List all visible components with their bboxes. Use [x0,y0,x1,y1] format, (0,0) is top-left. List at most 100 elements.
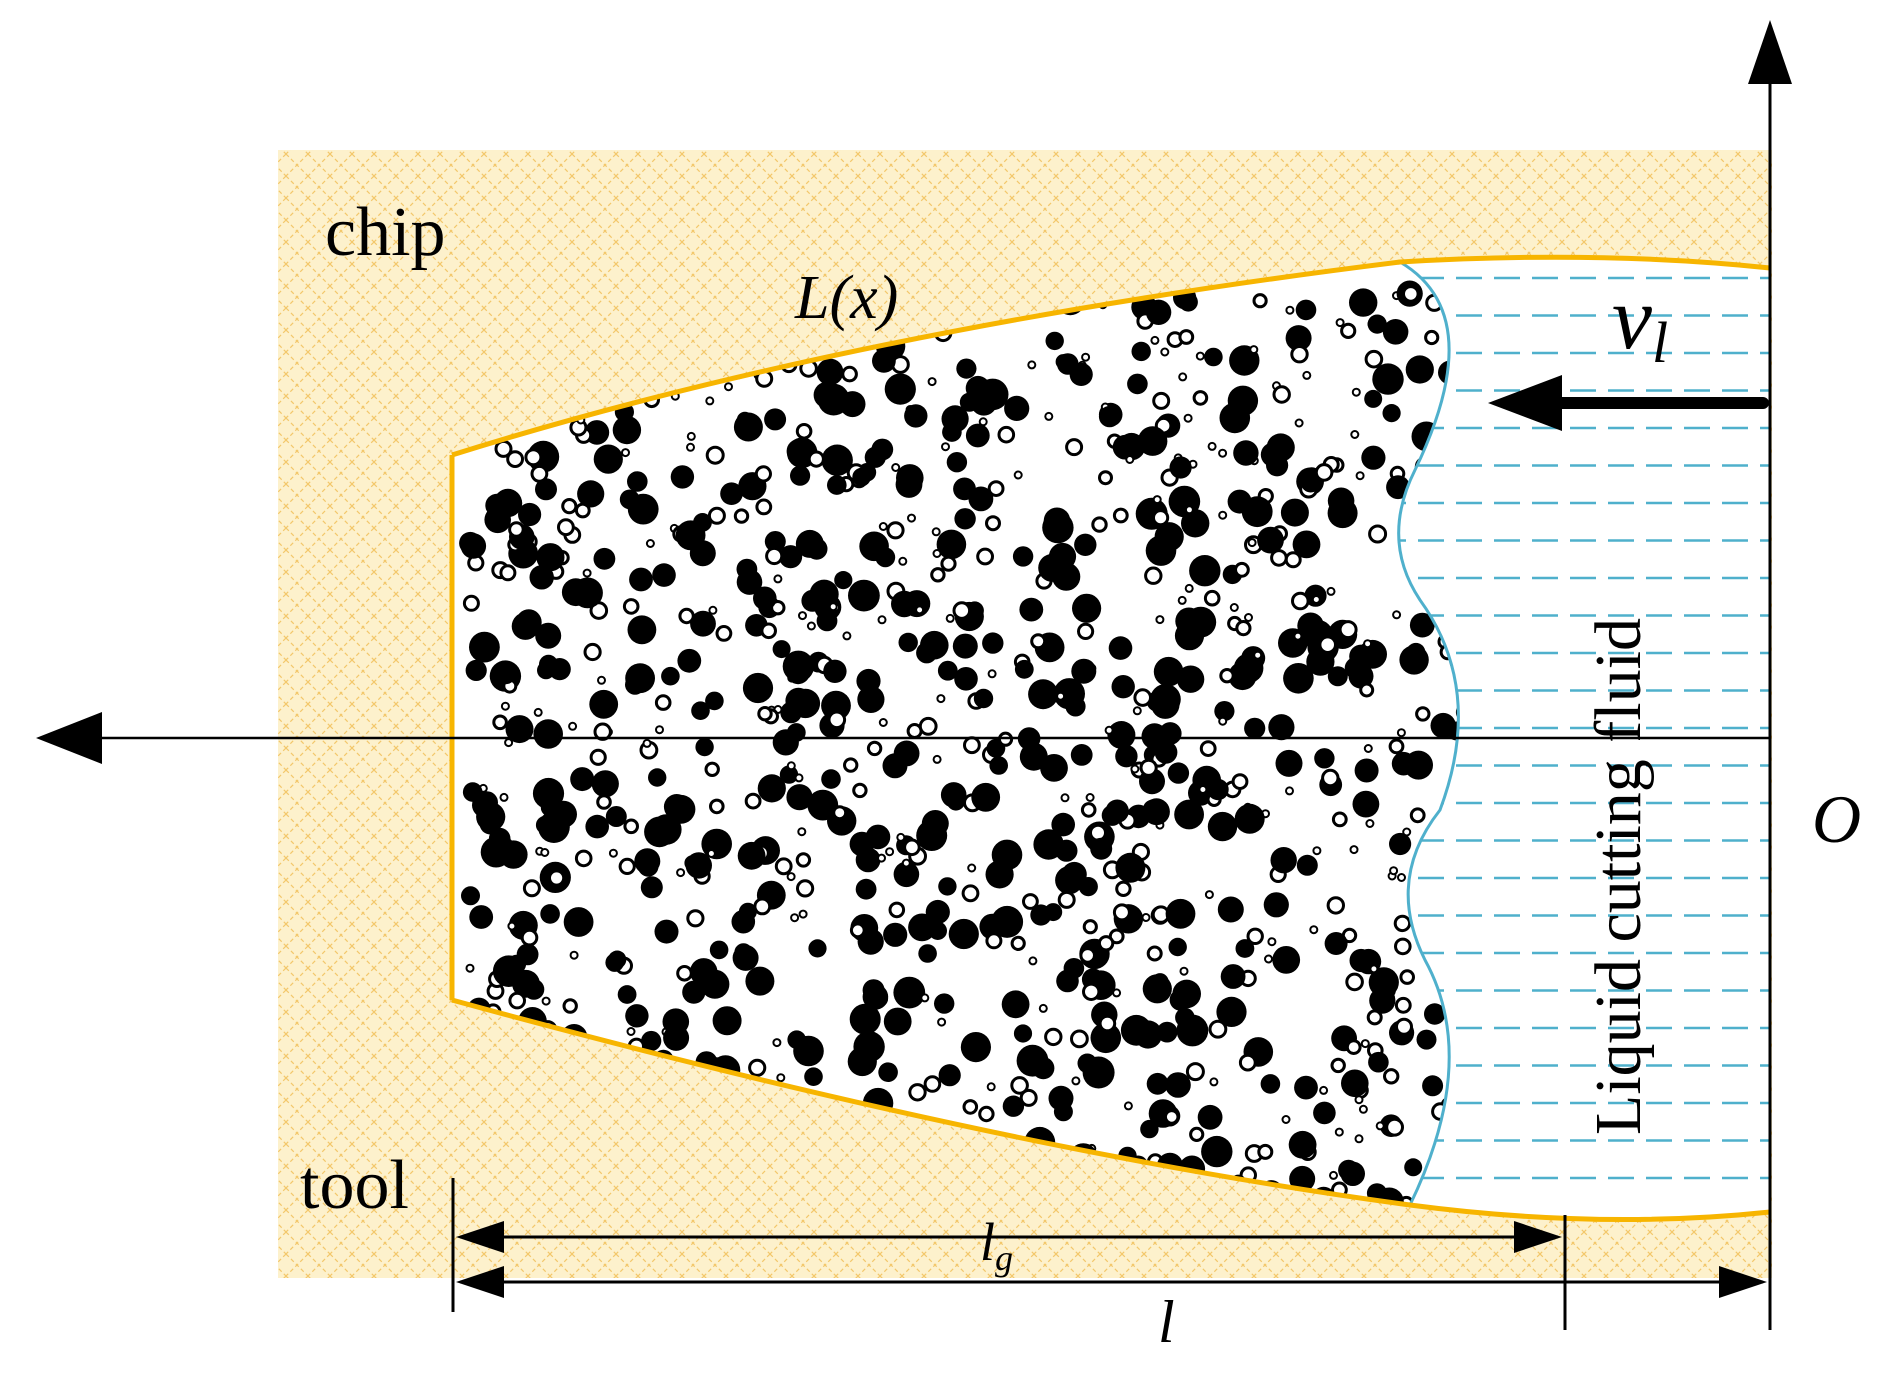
small-bubble-particle [1334,1127,1344,1137]
solid-particle [1405,355,1434,384]
bubble-particle [849,922,866,939]
solid-particle [523,979,545,1000]
bubble-particle [1291,591,1310,611]
solid-particle [764,531,786,552]
solid-particle [916,642,938,664]
solid-particle [948,918,979,950]
solid-particle [921,810,949,837]
solid-particle [549,800,578,828]
bubble-particle [1185,1062,1205,1082]
bubble-particle [852,782,868,799]
small-bubble-particle [686,442,695,452]
bubble-particle [1144,566,1163,585]
bubble-particle [1080,802,1097,818]
small-bubble-particle [1155,615,1165,625]
small-bubble-particle [1056,691,1066,701]
small-bubble-particle [877,615,887,625]
solid-particle [790,688,821,719]
small-bubble-particle [790,913,800,923]
solid-particle [1341,1069,1369,1098]
solid-particle [1001,990,1030,1019]
solid-particle [898,632,918,653]
solid-particle [1197,1104,1223,1130]
small-bubble-particle [1112,988,1122,998]
solid-particle [605,806,627,827]
solid-particle [1416,1029,1437,1050]
small-bubble-particle [705,396,715,406]
solid-particle [954,508,976,530]
bubble-particle [963,736,981,755]
small-bubble-particle [1253,650,1263,660]
bubble-particle [1393,914,1412,933]
small-bubble-particle [1229,603,1239,612]
bubble-particle [1010,935,1026,952]
solid-particle [1216,996,1247,1027]
small-bubble-particle [878,718,888,727]
bubble-particle [1115,880,1132,897]
solid-particle [883,1007,912,1036]
bubble-particle [1139,758,1158,777]
small-bubble-particle [626,1027,636,1036]
solid-particle [577,480,605,508]
bubble-particle [832,805,848,821]
bubble-particle [744,792,762,810]
solid-particle [535,478,557,501]
solid-particle [1306,647,1335,676]
solid-particle [1032,1057,1055,1080]
bubble-particle [1030,633,1047,650]
solid-particle [561,578,590,607]
solid-particle [495,664,516,685]
solid-particle [736,569,763,595]
small-bubble-particle [1141,913,1151,922]
bubble-particle [1368,524,1388,544]
solid-particle [753,586,777,611]
solid-particle [661,666,680,686]
small-bubble-particle [568,721,578,731]
solid-particle [1028,679,1059,710]
solid-particle [732,944,759,971]
bubble-particle [1338,620,1358,640]
solid-particle [1178,292,1198,312]
small-bubble-particle [773,574,783,584]
solid-particle [1105,799,1129,823]
solid-particle [1368,1051,1389,1073]
bubble-particle [499,564,517,582]
bubble-particle [1044,1027,1063,1047]
small-bubble-particle [1204,890,1214,900]
solid-particle [1283,663,1314,694]
solid-particle [652,563,676,587]
solid-particle [1300,472,1321,493]
small-bubble-particle [1123,1101,1133,1111]
solid-particle [1367,314,1387,334]
small-bubble-particle [1130,764,1140,774]
solid-particle [1295,299,1317,321]
bubble-particle [1272,385,1291,404]
bubble-particle [530,464,549,483]
solid-particle [1146,1072,1169,1095]
small-bubble-particle [1207,441,1217,451]
solid-particle [1115,745,1138,768]
solid-particle [1057,353,1079,375]
solid-particle [469,631,500,663]
bubble-particle [715,625,733,642]
solid-particle [1065,696,1086,717]
bubble-particle [623,818,640,835]
bubble-particle [524,448,543,467]
solid-particle [1422,1075,1444,1097]
solid-particle [535,815,555,835]
small-bubble-particle [896,832,906,842]
solid-particle [872,349,896,373]
small-bubble-particle [1351,387,1361,397]
solid-particle [1217,896,1244,923]
solid-particle [1111,675,1135,699]
small-bubble-particle [540,848,550,857]
small-bubble-particle [885,847,895,857]
small-bubble-particle [645,539,655,548]
solid-particle [1181,509,1210,538]
solid-particle [779,545,803,569]
small-bubble-particle [932,549,942,558]
bubble-particle [1079,947,1096,964]
bubble-particle [1010,1076,1029,1095]
